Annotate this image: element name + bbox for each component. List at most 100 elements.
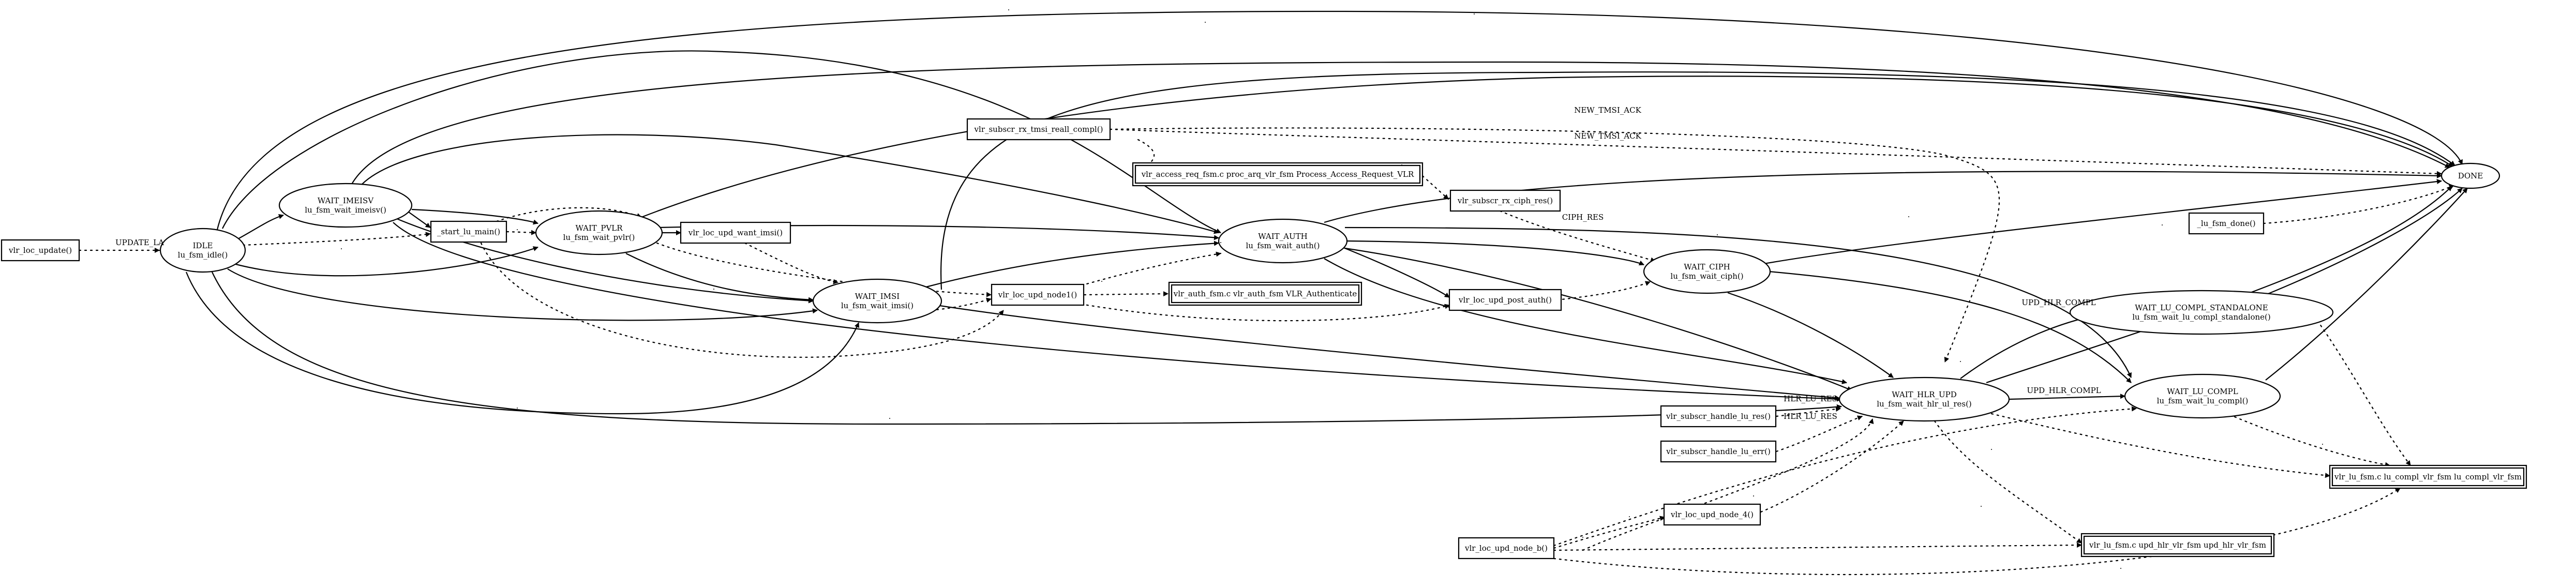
edge-label-dot: .: [1753, 489, 1755, 499]
node-label: vlr_access_req_fsm.c proc_arq_vlr_fsm Pr…: [1141, 170, 1414, 179]
edge-label-dot: .: [1959, 355, 1962, 364]
node-vlr-auth-fsm: vlr_auth_fsm.c vlr_auth_fsm VLR_Authenti…: [1168, 281, 1362, 306]
edge-hlr-updhlr: [1934, 420, 2083, 544]
node-label: lu_fsm_wait_ciph(): [1670, 272, 1743, 281]
edge-auth-post: [1339, 245, 1450, 298]
node-vlr-access-req: vlr_access_req_fsm.c proc_arq_vlr_fsm Pr…: [1132, 162, 1424, 187]
edge-label-dot: .: [1628, 510, 1631, 519]
state-ellipse: [535, 210, 663, 255]
edge-lucompl-done: [2265, 188, 2468, 381]
edge-ciph-done: [1763, 179, 2442, 265]
edge-label-dot: .: [1582, 531, 1584, 540]
edge-node1-auth: [1075, 251, 1222, 288]
node-label: vlr_subscr_handle_lu_res(): [1666, 412, 1771, 421]
edge-idle-pvlr: [233, 246, 538, 277]
function-box: [1448, 289, 1562, 311]
edge-imsi-hlr: [936, 304, 1840, 401]
edge-hlr-done: [1986, 186, 2452, 384]
node-vlr-loc-upd-node-4: vlr_loc_upd_node_4(): [1663, 503, 1761, 526]
state-ellipse: [2440, 162, 2500, 189]
edge-pvlr-done: [641, 76, 2453, 218]
edge-idle-imsi-low: [185, 272, 860, 415]
edge-ciph-res: [1499, 210, 1656, 263]
node-vlr-subscr-rx-tmsi: vlr_subscr_rx_tmsi_reall_compl(): [966, 118, 1111, 141]
edge-auth-ciph: [1346, 240, 1644, 266]
edge-label-dot: .: [340, 242, 343, 251]
edge-post-ciph: [1556, 281, 1651, 301]
edge-auth-hlr2: [1324, 258, 1847, 384]
node-label: vlr_subscr_rx_tmsi_reall_compl(): [974, 125, 1103, 134]
edge-lucompl-fsm: [2234, 416, 2391, 468]
function-box: [1458, 537, 1555, 560]
edge-idle-done: [216, 10, 2463, 230]
edge-auth-done: [1324, 171, 2442, 223]
function-box: [680, 221, 791, 244]
edge-idle-start: [242, 232, 431, 246]
state-ellipse: [2069, 290, 2334, 335]
node-vlr-subscr-rx-ciph: vlr_subscr_rx_ciph_res(): [1449, 189, 1561, 212]
node-vlr-subscr-hlu-err: vlr_subscr_handle_lu_err(): [1660, 440, 1777, 463]
inner-box: [2331, 467, 2525, 487]
edge-nodeb-updhlr: [1553, 542, 2083, 551]
function-box: [2188, 212, 2265, 235]
edge-label-upd-hlr-compl: UPD_HLR_COMPL: [2027, 386, 2101, 395]
edge-label-dot: .: [1908, 210, 1910, 219]
edge-tmsi-done: [1109, 128, 2443, 176]
edge-node4-hlr: [1760, 420, 1905, 513]
node-label: WAIT_IMSI: [855, 292, 900, 301]
node-label: WAIT_HLR_UPD: [1892, 390, 1957, 399]
function-box: [991, 283, 1085, 306]
node-vlr-subscr-hlu-res: vlr_subscr_handle_lu_res(): [1660, 405, 1777, 428]
node-label: DONE: [2458, 171, 2483, 180]
edge-imeisv-pvlr: [411, 208, 538, 225]
node-vlr-lu-fsm-upd-hlr: vlr_lu_fsm.c upd_hlr_vlr_fsm upd_hlr_vlr…: [2080, 533, 2275, 557]
node-label: vlr_subscr_rx_ciph_res(): [1457, 196, 1553, 205]
node-label: IDLE: [193, 241, 213, 250]
node-vlr-loc-upd-want-imsi: vlr_loc_upd_want_imsi(): [680, 221, 791, 244]
node-vlr-loc-upd-node-b: vlr_loc_upd_node_b(): [1458, 537, 1555, 560]
node-label: WAIT_AUTH: [1258, 232, 1308, 241]
node-label: _start_lu_main(): [437, 227, 500, 236]
node-label: vlr_subscr_handle_lu_err(): [1666, 447, 1771, 456]
edge-hlr-lucompl: [2009, 394, 2125, 400]
edge-label-dot: .: [516, 223, 519, 232]
edge-label-dot: .: [1101, 275, 1103, 284]
node-lu-fsm-done: _lu_fsm_done(): [2188, 212, 2265, 235]
edge-label-dot: .: [1473, 7, 1476, 17]
edge-label-dot: .: [2120, 562, 2122, 571]
node-label: WAIT_CIPH: [1684, 262, 1730, 272]
edge-idle-auth: [222, 50, 1221, 234]
edge-imeisv-hlr: [393, 222, 1842, 402]
edge-labels-layer: UPDATE_LANEW_TMSI_ACKNEW_TMSI_ACKCIPH_RE…: [115, 3, 2324, 571]
function-box: [430, 220, 507, 243]
function-box: [966, 118, 1111, 141]
inner-box: [2083, 535, 2272, 555]
edges-layer: [78, 10, 2468, 576]
edge-imsi-done: [940, 71, 2455, 290]
node-label: lu_fsm_wait_pvlr(): [563, 233, 635, 242]
edge-label-dot: .: [1716, 228, 1719, 237]
node-label: vlr_loc_upd_node_4(): [1670, 510, 1754, 519]
function-box: [1449, 189, 1561, 212]
state-ellipse: [278, 183, 413, 228]
edge-label-dot: .: [1220, 236, 1222, 245]
edge-idle-imsi: [227, 268, 818, 321]
state-ellipse: [2124, 373, 2281, 419]
node-label: lu_fsm_idle(): [178, 250, 228, 260]
node-label: _lu_fsm_done(): [2197, 219, 2255, 228]
node-label: WAIT_LU_COMPL_STANDALONE: [2135, 303, 2268, 312]
node-label: WAIT_PVLR: [575, 223, 623, 233]
edge-pvlr-imsi: [625, 253, 814, 303]
edge-label-dot: .: [889, 412, 891, 421]
edge-label-dot: .: [2322, 438, 2324, 447]
edge-label-update-la: UPDATE_LA: [115, 238, 164, 247]
edge-hlr-lucomplsa: [1960, 312, 2101, 379]
function-box: [1663, 503, 1761, 526]
edge-label-dot: .: [462, 206, 465, 215]
edge-label-dot: .: [713, 282, 715, 292]
edge-ciph-hlr: [1727, 292, 1894, 378]
